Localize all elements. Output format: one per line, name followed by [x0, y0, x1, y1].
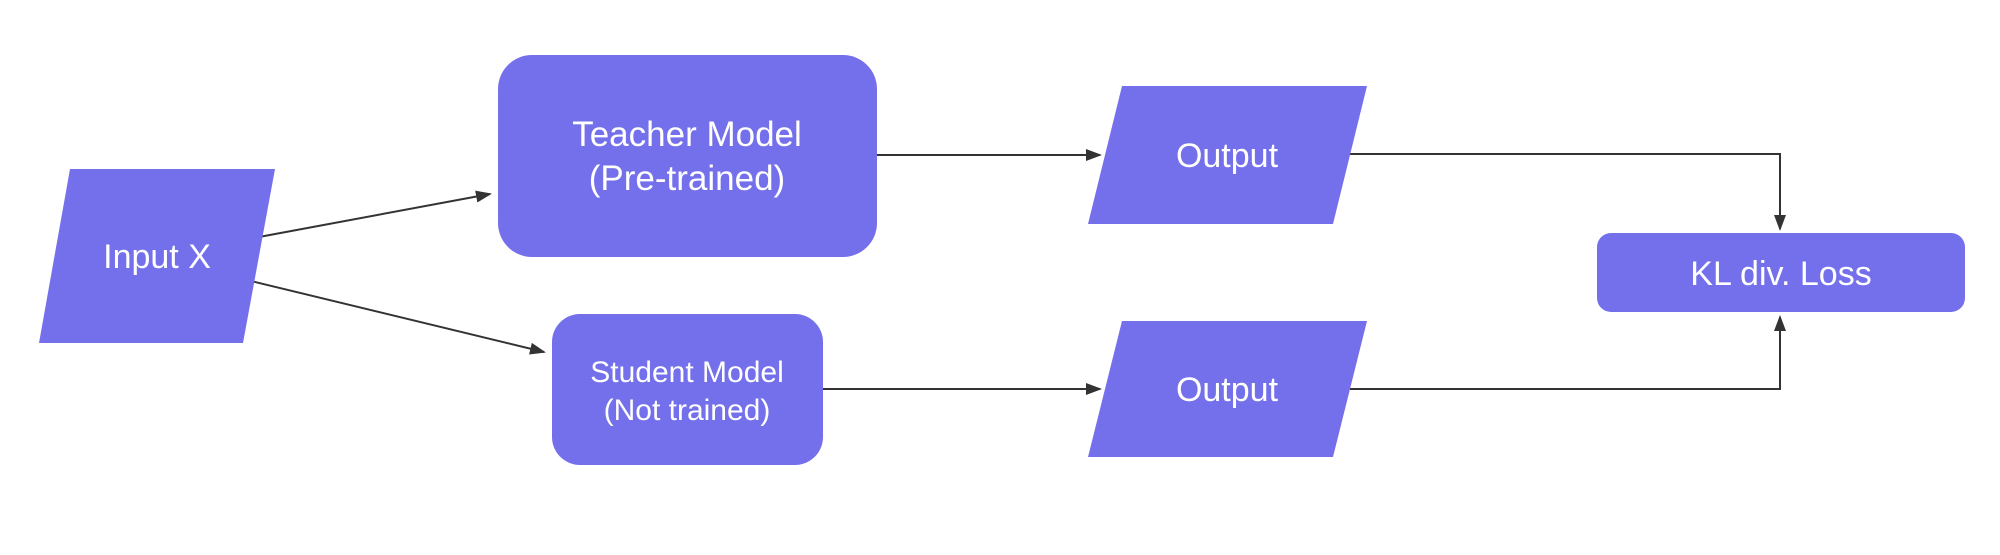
node-input-x: Input X	[39, 169, 275, 343]
edge-output-bottom-to-loss	[1350, 315, 1786, 390]
node-student-model: Student Model (Not trained)	[552, 314, 823, 465]
teacher-model-rect	[498, 55, 877, 257]
output-top-parallelogram	[1088, 86, 1367, 224]
node-output-top: Output	[1088, 86, 1367, 224]
edge-layer	[250, 149, 1786, 395]
teacher-model-label-line2: (Pre-trained)	[589, 159, 785, 198]
kl-div-loss-label: KL div. Loss	[1690, 255, 1871, 293]
student-model-label-line1: Student Model	[590, 356, 783, 389]
edge-input-to-student	[250, 280, 546, 355]
output-bottom-parallelogram	[1088, 321, 1367, 457]
student-model-rect	[552, 314, 823, 465]
input-x-parallelogram	[39, 169, 275, 343]
node-teacher-model: Teacher Model (Pre-trained)	[498, 55, 877, 257]
edge-output-top-to-loss	[1350, 153, 1786, 231]
node-output-bottom: Output	[1088, 321, 1367, 457]
input-x-label: Input X	[103, 238, 211, 276]
output-bottom-label: Output	[1176, 371, 1279, 409]
edge-input-to-teacher	[258, 190, 492, 238]
teacher-model-label-line1: Teacher Model	[572, 115, 802, 154]
student-model-label-line2: (Not trained)	[604, 394, 771, 427]
kl-div-loss-rect	[1597, 233, 1965, 312]
node-kl-div-loss: KL div. Loss	[1597, 233, 1965, 312]
output-top-label: Output	[1176, 137, 1279, 175]
